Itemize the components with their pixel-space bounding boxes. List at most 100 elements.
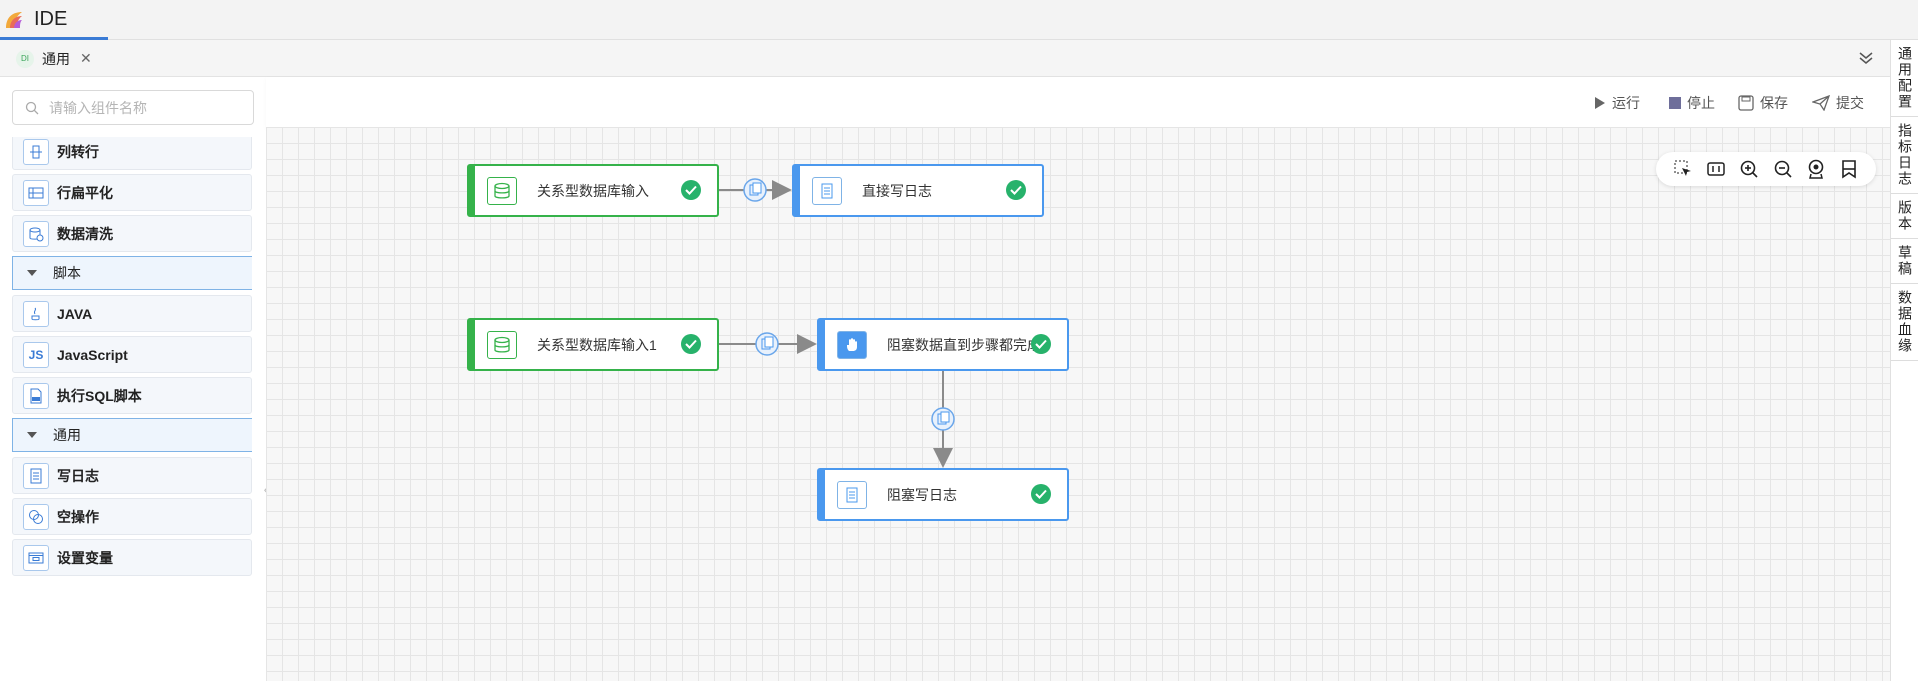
save-icon bbox=[1738, 95, 1754, 111]
set-variable-icon bbox=[23, 544, 49, 571]
search-input[interactable] bbox=[49, 99, 249, 116]
run-button[interactable]: 运行 bbox=[1594, 93, 1640, 113]
component-label: JAVA bbox=[57, 305, 93, 322]
component-label: 设置变量 bbox=[57, 549, 113, 566]
check-circle-icon bbox=[1031, 334, 1051, 354]
column-to-row-icon bbox=[23, 138, 49, 165]
flow-node-block-write-log[interactable]: 阻塞写日志 bbox=[817, 468, 1069, 521]
data-cleanse-icon bbox=[23, 220, 49, 247]
node-label: 直接写日志 bbox=[862, 182, 932, 199]
tab-label: 通用 bbox=[42, 50, 70, 67]
panel-tab-label: 草稿 bbox=[1897, 245, 1913, 277]
caret-down-icon bbox=[27, 432, 37, 438]
component-search[interactable] bbox=[12, 90, 254, 125]
check-circle-icon bbox=[681, 334, 701, 354]
group-header-general[interactable]: 通用 bbox=[12, 418, 252, 452]
component-list: 列转行 行扁平化 数据清洗 脚本 bbox=[12, 137, 252, 681]
tab-close-icon[interactable]: ✕ bbox=[80, 50, 92, 66]
save-button[interactable]: 保存 bbox=[1738, 93, 1788, 113]
component-item[interactable]: 空操作 bbox=[12, 498, 252, 535]
java-icon bbox=[23, 300, 49, 327]
canvas-zoom-toolbar bbox=[1656, 152, 1876, 186]
panel-tab-general-config[interactable]: 通用配置 bbox=[1891, 40, 1918, 117]
group-label: 通用 bbox=[53, 427, 81, 443]
node-label: 关系型数据库输入 bbox=[537, 182, 649, 199]
run-label: 运行 bbox=[1612, 95, 1640, 111]
database-icon bbox=[487, 176, 517, 205]
database-icon bbox=[487, 330, 517, 359]
center-view-icon[interactable] bbox=[1805, 158, 1827, 180]
panel-tab-label: 版本 bbox=[1897, 200, 1913, 232]
component-item[interactable]: JAVA bbox=[12, 295, 252, 332]
node-label: 阻塞数据直到步骤都完成 bbox=[887, 336, 1037, 353]
caret-down-icon bbox=[27, 270, 37, 276]
zoom-in-icon[interactable] bbox=[1738, 158, 1760, 180]
node-label: 关系型数据库输入1 bbox=[537, 336, 657, 353]
component-label: 执行SQL脚本 bbox=[57, 387, 142, 404]
panel-tab-draft[interactable]: 草稿 bbox=[1891, 239, 1918, 284]
panel-tab-metric-log[interactable]: 指标日志 bbox=[1891, 117, 1918, 194]
title-underline bbox=[0, 37, 108, 40]
check-circle-icon bbox=[681, 180, 701, 200]
group-header-script[interactable]: 脚本 bbox=[12, 256, 252, 290]
component-label: 行扁平化 bbox=[57, 184, 113, 201]
stop-icon bbox=[1669, 97, 1681, 109]
box-select-icon[interactable] bbox=[1672, 158, 1694, 180]
panel-tab-label: 数据血缘 bbox=[1897, 290, 1913, 354]
component-item[interactable]: 列转行 bbox=[12, 137, 252, 170]
check-circle-icon bbox=[1006, 180, 1026, 200]
group-label: 脚本 bbox=[53, 265, 81, 281]
flow-node-db-input-1[interactable]: 关系型数据库输入1 bbox=[467, 318, 719, 371]
search-icon bbox=[25, 101, 39, 114]
submit-button[interactable]: 提交 bbox=[1812, 93, 1864, 113]
component-label: 空操作 bbox=[57, 508, 99, 525]
right-side-panel: 通用配置 指标日志 版本 草稿 数据血缘 bbox=[1890, 40, 1918, 681]
stop-button[interactable]: 停止 bbox=[1669, 93, 1715, 113]
component-label: 写日志 bbox=[57, 467, 99, 484]
tab-bar: DI 通用 ✕ bbox=[0, 40, 1890, 77]
tab-badge: DI bbox=[16, 49, 34, 68]
hand-stop-icon bbox=[837, 330, 867, 359]
write-log-icon bbox=[23, 462, 49, 489]
sql-script-icon bbox=[23, 382, 49, 409]
fit-view-icon[interactable] bbox=[1705, 158, 1727, 180]
component-label: 列转行 bbox=[57, 143, 99, 160]
panel-tab-version[interactable]: 版本 bbox=[1891, 194, 1918, 239]
component-item[interactable]: JS JavaScript bbox=[12, 336, 252, 373]
javascript-icon: JS bbox=[23, 341, 49, 368]
chevron-double-down-icon[interactable] bbox=[1856, 48, 1876, 68]
node-label: 阻塞写日志 bbox=[887, 486, 957, 503]
zoom-out-icon[interactable] bbox=[1772, 158, 1794, 180]
app-logo-icon bbox=[6, 12, 22, 28]
bookmark-icon[interactable] bbox=[1838, 158, 1860, 180]
flow-node-write-log[interactable]: 直接写日志 bbox=[792, 164, 1044, 217]
flow-canvas[interactable] bbox=[266, 127, 1890, 681]
component-item[interactable]: 行扁平化 bbox=[12, 174, 252, 211]
component-sidebar: 列转行 行扁平化 数据清洗 脚本 bbox=[0, 77, 274, 681]
check-circle-icon bbox=[1031, 484, 1051, 504]
send-icon bbox=[1812, 95, 1830, 111]
noop-icon bbox=[23, 503, 49, 530]
play-icon bbox=[1595, 97, 1605, 109]
row-flatten-icon bbox=[23, 179, 49, 206]
submit-label: 提交 bbox=[1836, 95, 1864, 111]
component-label: 数据清洗 bbox=[57, 225, 113, 242]
canvas-toolbar: 运行 停止 保存 提交 bbox=[266, 77, 1890, 127]
log-icon bbox=[812, 176, 842, 205]
component-item[interactable]: 数据清洗 bbox=[12, 215, 252, 252]
app-title: IDE bbox=[34, 8, 68, 30]
stop-label: 停止 bbox=[1687, 95, 1715, 111]
panel-tab-label: 指标日志 bbox=[1897, 123, 1913, 187]
panel-tab-data-lineage[interactable]: 数据血缘 bbox=[1891, 284, 1918, 361]
tab-general[interactable]: DI 通用 ✕ bbox=[0, 40, 108, 77]
component-label: JavaScript bbox=[57, 346, 128, 363]
log-icon bbox=[837, 480, 867, 509]
flow-node-db-input[interactable]: 关系型数据库输入 bbox=[467, 164, 719, 217]
title-bar: IDE bbox=[0, 0, 1918, 40]
component-item[interactable]: 设置变量 bbox=[12, 539, 252, 576]
flow-node-block-until-done[interactable]: 阻塞数据直到步骤都完成 bbox=[817, 318, 1069, 371]
component-item[interactable]: 写日志 bbox=[12, 457, 252, 494]
save-label: 保存 bbox=[1760, 95, 1788, 111]
component-item[interactable]: 执行SQL脚本 bbox=[12, 377, 252, 414]
